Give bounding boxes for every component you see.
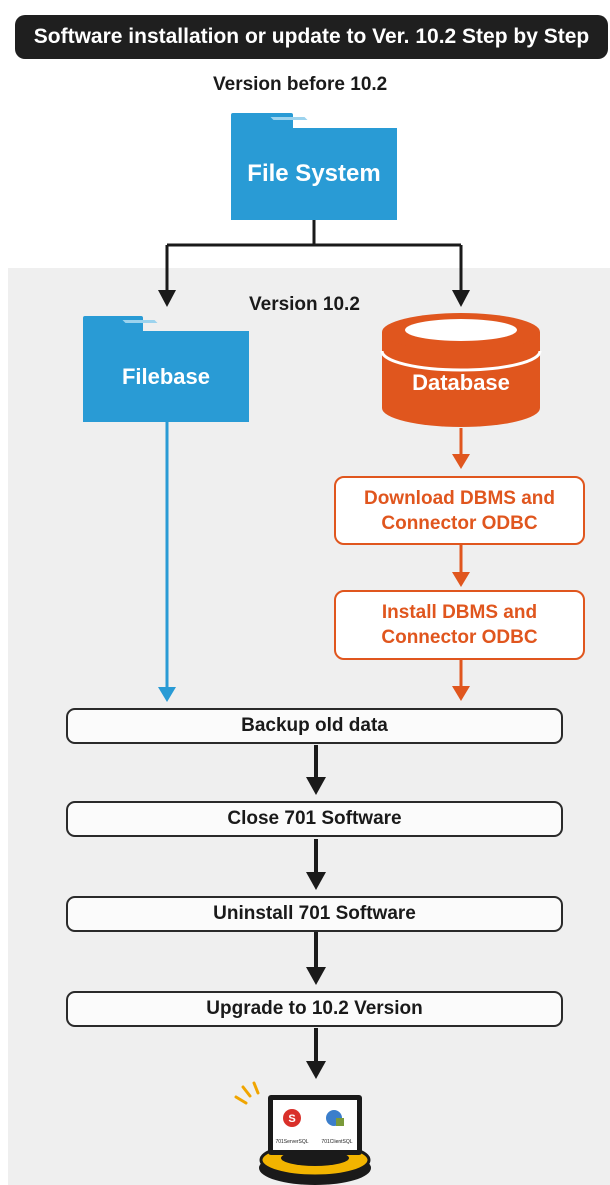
install-dbms-line2: Connector ODBC xyxy=(381,627,538,648)
arrow-to-backup-from-filebase xyxy=(158,687,176,702)
title-text: Software installation or update to Ver. … xyxy=(33,25,590,48)
version-before-label: Version before 10.2 xyxy=(213,74,388,95)
arrow-to-upgrade xyxy=(306,967,326,985)
file-system-label: File System xyxy=(247,160,381,187)
download-dbms-line1: Download DBMS and xyxy=(363,487,556,509)
arrow-to-computer xyxy=(306,1061,326,1079)
version-10-2-label: Version 10.2 xyxy=(249,294,360,315)
database-body xyxy=(382,332,540,427)
arrow-to-download xyxy=(452,454,470,469)
step-uninstall-software: Uninstall 701 Software xyxy=(66,896,563,932)
server-app-icon xyxy=(283,1109,301,1127)
client-app-icon-badge xyxy=(336,1118,344,1126)
install-dbms-step: Install DBMS and Connector ODBC xyxy=(334,590,585,660)
database-top-inner xyxy=(405,319,517,341)
server-app-icon-letter: S xyxy=(288,1113,295,1125)
step-backup-old-data: Backup old data xyxy=(66,708,563,744)
step-upgrade-label: Upgrade to 10.2 Version xyxy=(206,998,423,1019)
step-close-label: Close 701 Software xyxy=(227,808,402,829)
server-app-caption: 701ServerSQL xyxy=(275,1139,308,1145)
step-uninstall-label: Uninstall 701 Software xyxy=(213,903,416,924)
title-banner: Software installation or update to Ver. … xyxy=(15,15,608,59)
arrow-to-backup-from-db xyxy=(452,686,470,701)
step-upgrade-version: Upgrade to 10.2 Version xyxy=(66,991,563,1027)
database-cylinder xyxy=(380,313,542,427)
arrow-to-install xyxy=(452,572,470,587)
filebase-label: Filebase xyxy=(121,363,211,389)
download-dbms-line2: Connector ODBC xyxy=(381,512,538,534)
sparkle-icon xyxy=(234,1081,260,1105)
step-close-software: Close 701 Software xyxy=(66,801,563,837)
split-connector xyxy=(165,220,463,293)
filebase-box: Filebase xyxy=(83,331,249,422)
database-band xyxy=(380,350,542,372)
arrow-to-database xyxy=(452,290,470,307)
install-dbms-line1: Install DBMS and xyxy=(381,602,538,623)
arrow-to-close xyxy=(306,777,326,795)
file-system-box: File System xyxy=(231,128,397,220)
download-dbms-step: Download DBMS and Connector ODBC xyxy=(334,476,585,545)
step-backup-label: Backup old data xyxy=(241,715,388,736)
arrow-to-filebase xyxy=(158,290,176,307)
computer-illustration: S 701ServerSQL 701ClientSQL xyxy=(234,1081,371,1185)
client-app-caption: 701ClientSQL xyxy=(321,1139,352,1145)
database-label: Database xyxy=(412,370,510,395)
arrow-to-uninstall xyxy=(306,872,326,890)
